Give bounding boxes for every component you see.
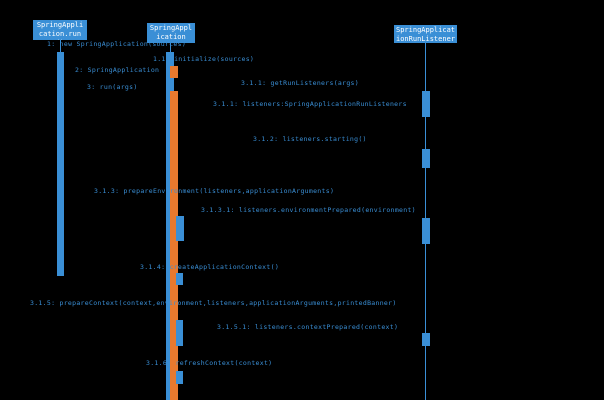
activation-app-create [176, 273, 183, 285]
message-prepareenvironment: 3.1.3: prepareEnvironment(listeners,appl… [94, 187, 335, 195]
message-refreshcontext: 3.1.6: refreshContext(context) [146, 359, 273, 367]
activation-app-run [170, 91, 178, 400]
participant-springapplication: SpringApplication [147, 23, 195, 43]
message-preparecontext: 3.1.5: prepareContext(context,environmen… [30, 299, 397, 307]
message-listeners-starting: 3.1.2: listeners.starting() [253, 135, 367, 143]
message-run: 3: run(args) [87, 83, 138, 91]
activation-app-initialize [170, 66, 178, 78]
activation-listeners-get [422, 91, 430, 117]
activation-listeners-context [422, 333, 430, 346]
activation-run [57, 52, 64, 276]
message-initialize: 1.1: initialize(sources) [153, 55, 255, 63]
message-contextprepared: 3.1.5.1: listeners.contextPrepared(conte… [217, 323, 399, 331]
message-new-springapplication: 1: new SpringApplication(sources) [47, 40, 187, 48]
message-listeners-return: 3.1.1: listeners:SpringApplicationRunLis… [213, 100, 407, 108]
message-environmentprepared: 3.1.3.1: listeners.environmentPrepared(e… [201, 206, 416, 214]
activation-app-refresh [176, 371, 183, 384]
activation-app-env [176, 216, 184, 241]
activation-listeners-starting [422, 149, 430, 168]
activation-listeners-env [422, 218, 430, 244]
activation-app-prepare [176, 320, 183, 346]
message-getrunlisteners: 3.1.1: getRunListeners(args) [241, 79, 359, 87]
participant-springapplicationrunlisteners: SpringApplicationRunListeners [394, 25, 457, 43]
participant-springapplication-run: SpringApplication.run () [33, 20, 87, 40]
message-createapplicationcontext: 3.1.4: createApplicationContext() [140, 263, 280, 271]
message-springapplication-return: 2: SpringApplication [75, 66, 160, 74]
